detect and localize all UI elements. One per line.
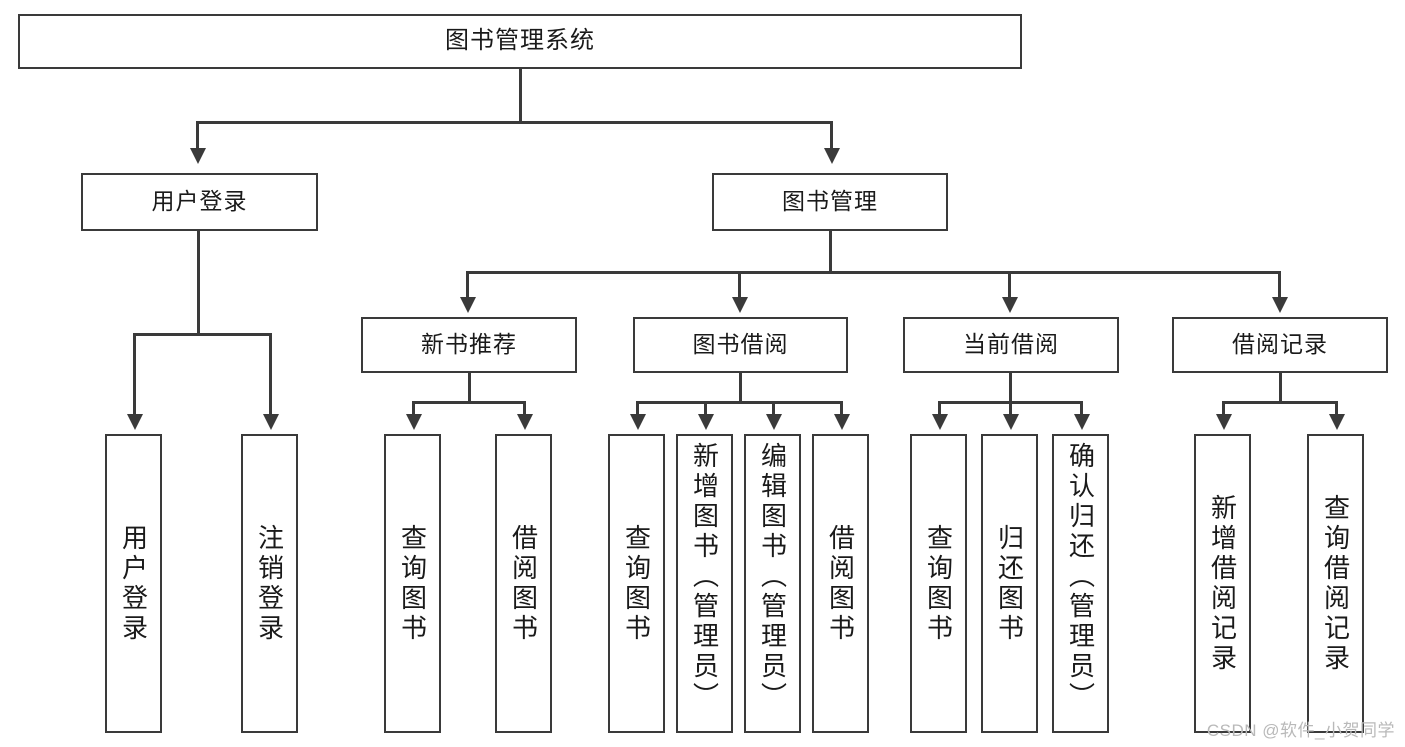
arrowhead-to-book-manage [824, 148, 840, 164]
connector-book-borrow-to-leaf-2 [704, 401, 707, 417]
connector-book-manage-bus [466, 271, 1278, 274]
connector-root-to-book-manage [830, 121, 833, 149]
arrowhead-leaf-logout [263, 414, 279, 430]
node-label: 查询借阅记录 [1320, 493, 1351, 674]
leaf-node-edit-book[interactable]: 编辑图书（管理员） [744, 434, 801, 733]
connector-book-borrow-bus [636, 401, 841, 404]
node-label: 借阅图书 [508, 523, 539, 644]
arrowhead-to-user-login [190, 148, 206, 164]
connector-to-borrow-record [1278, 271, 1281, 299]
connector-to-current-borrow [1008, 271, 1011, 299]
arrowhead-leaf-query-book-1 [406, 414, 422, 430]
node-label: 归还图书 [994, 523, 1025, 644]
arrowhead-new-book-rec [460, 297, 476, 313]
connector-book-borrow-to-leaf-1 [636, 401, 639, 417]
connector-borrow-record-stem [1279, 373, 1282, 403]
connector-user-login-bus [133, 333, 272, 336]
node-label: 新增图书（管理员） [689, 442, 720, 712]
arrowhead-leaf-query-book-3 [932, 414, 948, 430]
node-label: 查询图书 [397, 523, 428, 644]
leaf-node-query-record[interactable]: 查询借阅记录 [1307, 434, 1364, 733]
connector-book-borrow-stem [739, 373, 742, 403]
connector-borrow-record-bus [1222, 401, 1338, 404]
leaf-node-logout[interactable]: 注销登录 [241, 434, 298, 733]
node-label: 用户登录 [118, 523, 149, 644]
leaf-node-query-book-1[interactable]: 查询图书 [384, 434, 441, 733]
arrowhead-leaf-confirm-return [1074, 414, 1090, 430]
leaf-node-query-book-3[interactable]: 查询图书 [910, 434, 967, 733]
node-book-borrow[interactable]: 图书借阅 [633, 317, 848, 373]
connector-new-book-rec-to-leaf-1 [412, 401, 415, 417]
connector-root-to-user-login [196, 121, 199, 149]
connector-borrow-record-to-leaf-1 [1222, 401, 1225, 417]
connector-user-login-to-leaf-1 [133, 333, 136, 417]
node-label: 查询图书 [621, 523, 652, 644]
leaf-node-user-login[interactable]: 用户登录 [105, 434, 162, 733]
watermark-text: CSDN @软件_小贺同学 [1206, 721, 1395, 740]
connector-borrow-record-to-leaf-2 [1335, 401, 1338, 417]
node-current-borrow[interactable]: 当前借阅 [903, 317, 1119, 373]
node-borrow-record[interactable]: 借阅记录 [1172, 317, 1388, 373]
node-label: 新增借阅记录 [1207, 493, 1238, 674]
arrowhead-book-borrow [732, 297, 748, 313]
leaf-node-borrow-book-1[interactable]: 借阅图书 [495, 434, 552, 733]
connector-current-borrow-to-leaf-3 [1080, 401, 1083, 417]
leaf-node-add-book[interactable]: 新增图书（管理员） [676, 434, 733, 733]
node-label: 当前借阅 [963, 331, 1059, 358]
node-label: 用户登录 [151, 188, 248, 215]
connector-book-borrow-to-leaf-3 [772, 401, 775, 417]
node-new-book-rec[interactable]: 新书推荐 [361, 317, 577, 373]
leaf-node-add-record[interactable]: 新增借阅记录 [1194, 434, 1251, 733]
leaf-node-confirm-return[interactable]: 确认归还（管理员） [1052, 434, 1109, 733]
node-label: 确认归还（管理员） [1065, 442, 1096, 712]
arrowhead-borrow-record [1272, 297, 1288, 313]
node-label: 编辑图书（管理员） [757, 442, 788, 712]
node-label: 图书管理 [782, 188, 878, 215]
node-label: 图书借阅 [692, 331, 789, 358]
node-label: 查询图书 [923, 523, 954, 644]
arrowhead-leaf-return-book [1003, 414, 1019, 430]
leaf-node-return-book[interactable]: 归还图书 [981, 434, 1038, 733]
connector-new-book-rec-to-leaf-2 [523, 401, 526, 417]
arrowhead-leaf-add-record [1216, 414, 1232, 430]
arrowhead-leaf-query-book-2 [630, 414, 646, 430]
node-user-login[interactable]: 用户登录 [81, 173, 318, 231]
connector-book-borrow-to-leaf-4 [840, 401, 843, 417]
connector-current-borrow-stem [1009, 373, 1012, 403]
node-label: 新书推荐 [421, 331, 517, 358]
arrowhead-leaf-edit-book [766, 414, 782, 430]
connector-to-new-book-rec [466, 271, 469, 299]
connector-book-manage-stem [829, 231, 832, 273]
connector-root-bus [196, 121, 832, 124]
connector-to-book-borrow [738, 271, 741, 299]
connector-new-book-rec-stem [468, 373, 471, 403]
node-label: 图书管理系统 [445, 27, 595, 55]
node-root-book-management-system[interactable]: 图书管理系统 [18, 14, 1022, 69]
arrowhead-leaf-borrow-book-1 [517, 414, 533, 430]
connector-current-borrow-to-leaf-2 [1009, 401, 1012, 417]
connector-user-login-stem [197, 231, 200, 335]
node-label: 借阅图书 [825, 523, 856, 644]
arrowhead-leaf-user-login [127, 414, 143, 430]
arrowhead-leaf-add-book [698, 414, 714, 430]
connector-current-borrow-to-leaf-1 [938, 401, 941, 417]
arrowhead-leaf-query-record [1329, 414, 1345, 430]
arrowhead-current-borrow [1002, 297, 1018, 313]
connector-root-stem [519, 69, 522, 122]
connector-new-book-rec-bus [412, 401, 526, 404]
leaf-node-query-book-2[interactable]: 查询图书 [608, 434, 665, 733]
node-book-manage[interactable]: 图书管理 [712, 173, 948, 231]
leaf-node-borrow-book-2[interactable]: 借阅图书 [812, 434, 869, 733]
node-label: 注销登录 [254, 523, 285, 644]
connector-user-login-to-leaf-2 [269, 333, 272, 417]
node-label: 借阅记录 [1232, 331, 1328, 358]
arrowhead-leaf-borrow-book-2 [834, 414, 850, 430]
